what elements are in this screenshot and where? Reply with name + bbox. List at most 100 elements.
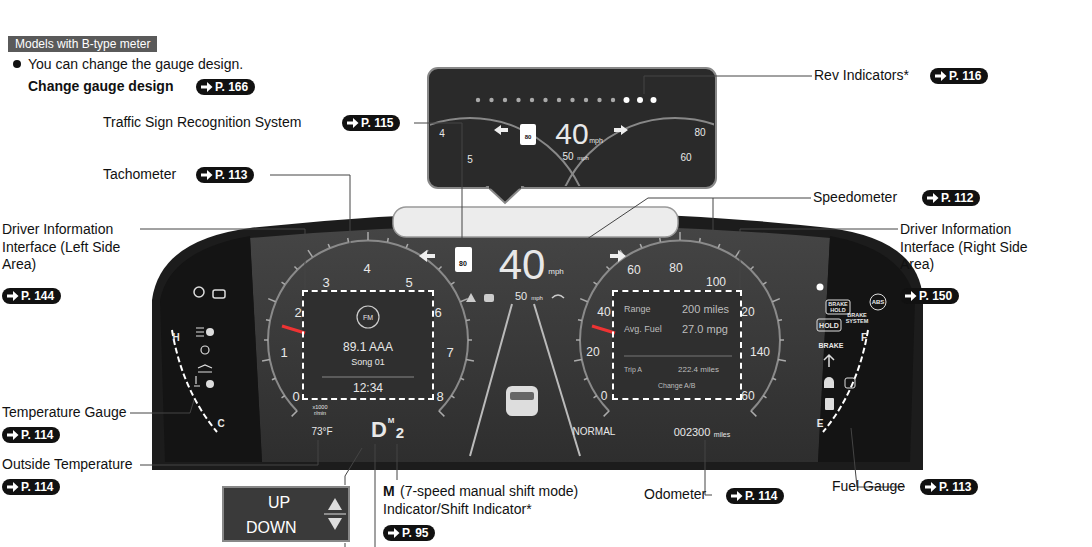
dial-tick (294, 266, 297, 269)
display-text: 8 (436, 390, 443, 403)
display-text: 80 (459, 260, 467, 267)
page-ref: P. 113 (939, 480, 971, 494)
display-text: 2 (396, 425, 404, 440)
dial-tick (584, 378, 588, 380)
dial-tick (736, 250, 740, 257)
shift-text: UP (268, 493, 290, 513)
dial-tick (594, 396, 597, 398)
callout-label: Traffic Sign Recognition System (103, 114, 301, 132)
shift-text: DOWN (246, 518, 297, 538)
ref-arrow (6, 481, 19, 493)
dial-tick (772, 299, 779, 302)
dial-tick (367, 232, 369, 240)
rev-dot (543, 98, 547, 102)
display-text: 1 (280, 346, 287, 359)
dial-tick (780, 339, 784, 341)
callout-label: Rev Indicators* (814, 67, 909, 85)
dial-tick (751, 266, 754, 269)
display-text: F (861, 333, 867, 343)
display-text: mph (548, 268, 564, 276)
display-text: miles (714, 431, 730, 438)
page-ref-pill: P. 116 (930, 68, 988, 84)
rev-dot (611, 98, 615, 102)
dial-tick (763, 282, 766, 284)
rev-dot (584, 98, 588, 102)
dial-tick (262, 360, 270, 362)
info-text: Song 01 (351, 358, 385, 367)
callout-label: Change gauge design (28, 78, 173, 96)
display-text: BRAKE HOLD (827, 302, 849, 313)
page-ref: P. 150 (919, 289, 952, 303)
callout-label: Temperature Gauge (2, 404, 127, 422)
rev-dot (597, 98, 601, 102)
display-text: 002300 (674, 427, 711, 438)
callout-label: M (383, 483, 395, 501)
info-text: 27.0 mpg (682, 323, 728, 337)
page-ref-pill: P. 113 (920, 479, 978, 495)
display-text: 4 (439, 129, 445, 139)
page-ref-pill: P. 113 (196, 167, 254, 183)
dial-tick (606, 266, 609, 269)
display-text: 140 (750, 346, 770, 358)
dial-tick (272, 378, 276, 380)
info-text: Range (624, 304, 651, 315)
display-text: ABS (872, 299, 885, 305)
page-ref: P. 95 (402, 526, 428, 540)
page-ref: P. 113 (215, 168, 247, 182)
page-ref-pill: P. 150 (900, 288, 959, 304)
page-ref: P. 116 (949, 69, 981, 83)
dial-tick (659, 238, 661, 242)
dial-tick (406, 244, 408, 248)
page-ref: P. 114 (21, 480, 53, 494)
ref-arrow (730, 490, 743, 502)
display-text: 2 (294, 306, 301, 319)
rev-dot (651, 97, 657, 103)
dial-tick (574, 360, 582, 362)
dial-tick (460, 378, 464, 380)
display-text: NORMAL (573, 427, 616, 437)
page-ref-pill: P. 114 (2, 427, 60, 443)
dial-tick (699, 238, 701, 242)
shift-indicator-box: UP DOWN (222, 486, 350, 542)
dial-tick (679, 232, 681, 240)
ref-arrow (926, 192, 939, 204)
header-band: Models with B-type meter (8, 36, 157, 52)
dial-tick (439, 411, 445, 417)
page-ref-pill: P. 166 (196, 79, 255, 95)
info-text: Avg. Fuel (624, 324, 662, 335)
display-text: 60 (627, 264, 640, 276)
dial-tick (604, 411, 610, 417)
rev-dot (489, 98, 493, 102)
display-text: 6 (434, 306, 441, 319)
callout-label: Driver Information Interface (Left Side … (2, 221, 140, 274)
display-text: 0 (292, 390, 299, 403)
info-text: Trip A (624, 366, 642, 375)
dial-tick (466, 360, 474, 362)
dial-tick (580, 299, 587, 302)
page-ref-pill: P. 95 (383, 525, 435, 541)
display-text: BRAKE SYSTEM (843, 313, 871, 324)
display-text: mph (531, 295, 543, 301)
ref-arrow (924, 481, 937, 493)
display-text: 0 (601, 390, 608, 402)
dial-tick (763, 396, 766, 398)
callout-label: Speedometer (813, 189, 897, 207)
dial-tick (640, 244, 642, 248)
display-text: 5 (405, 276, 412, 289)
display-text: HOLD (819, 322, 839, 329)
display-text: 40 (597, 306, 610, 318)
ref-arrow (6, 290, 19, 302)
display-text: 50 (562, 152, 573, 162)
display-text: 5 (467, 155, 473, 165)
display-text: D (371, 419, 387, 441)
callout-label: Tachometer (103, 166, 176, 184)
page-ref: P. 112 (941, 191, 973, 205)
dial-tick (594, 282, 597, 284)
display-text: 80 (669, 262, 682, 274)
display-text: 73°F (311, 427, 332, 437)
dial-tick (282, 396, 285, 398)
dial-tick (751, 411, 757, 417)
display-text: 100 (706, 276, 726, 288)
dial-tick (718, 244, 720, 248)
